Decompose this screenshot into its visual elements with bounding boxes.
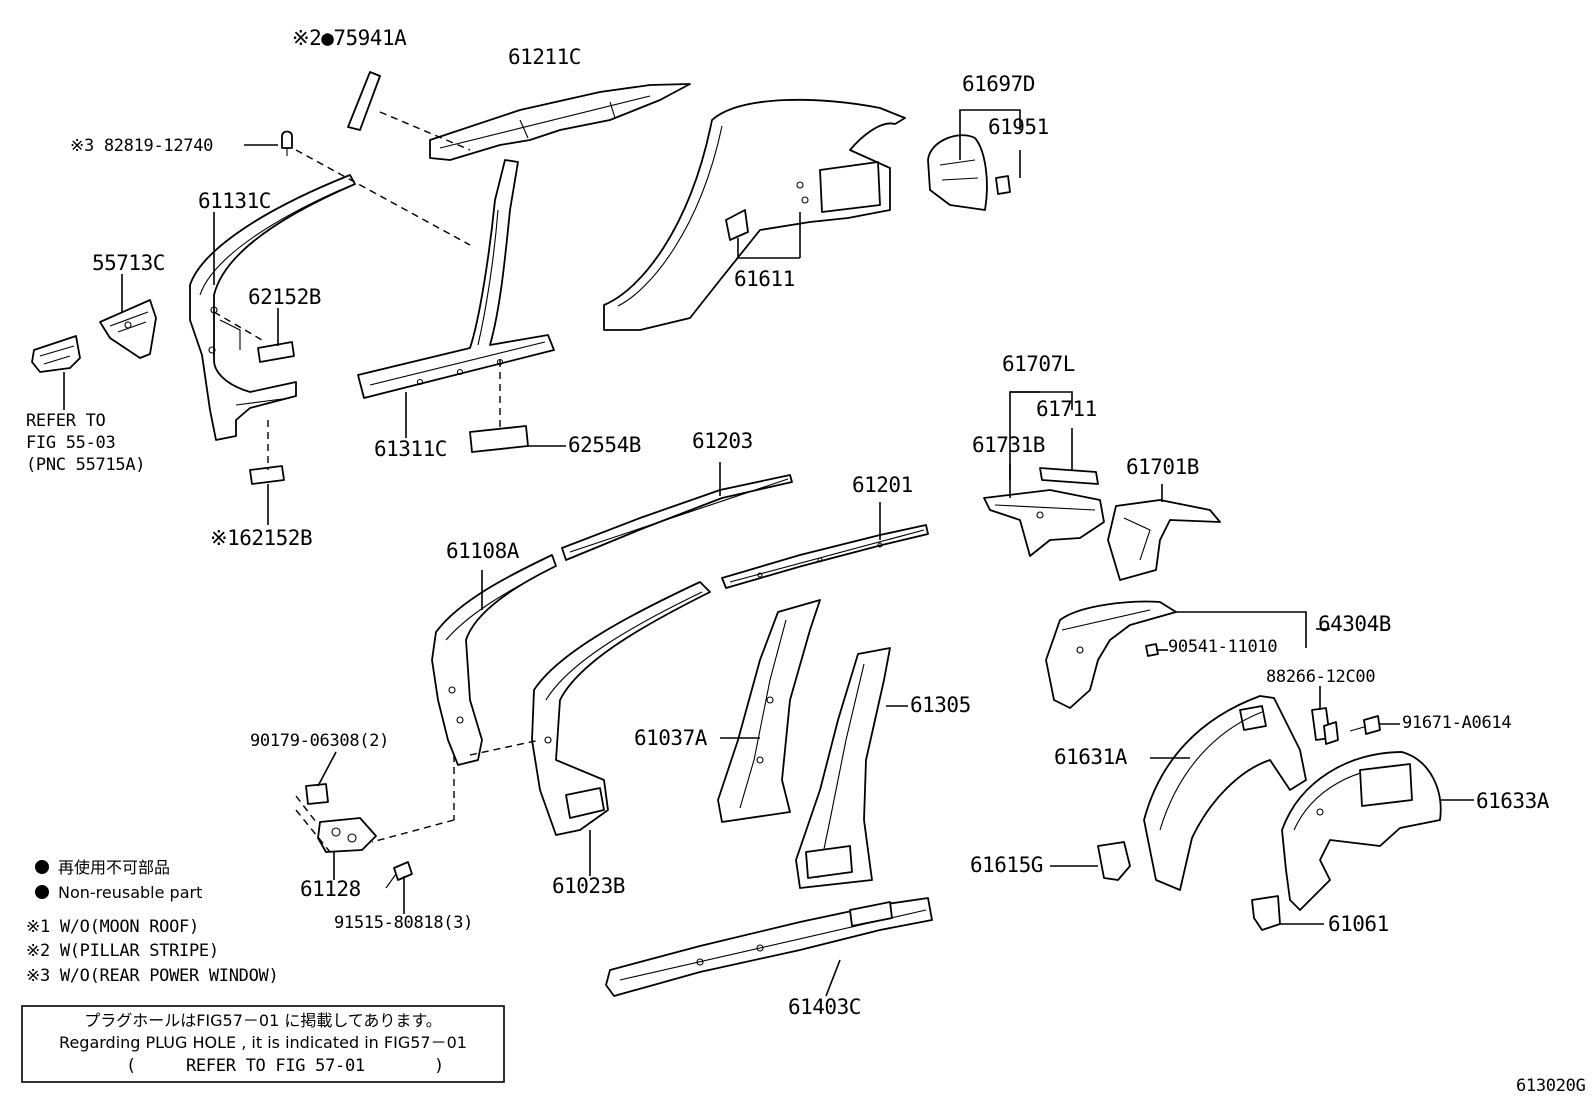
label-61201: 61201 <box>852 473 913 497</box>
label-55713c: 55713C <box>92 251 165 275</box>
label-61037a: 61037A <box>634 726 708 750</box>
legend-non-reusable-jp: 再使用不可部品 <box>58 858 170 877</box>
info-paren-close: ) <box>434 1056 444 1076</box>
label-61211c: 61211C <box>508 45 581 69</box>
legend-non-reusable-en: Non-reusable part <box>58 883 202 902</box>
label-91671-a0614: 91671-A0614 <box>1402 713 1511 733</box>
label-61108a: 61108A <box>446 539 520 563</box>
label-88266-12c00: 88266-12C00 <box>1266 667 1375 687</box>
part-61201-shape <box>721 524 929 589</box>
label-61311c: 61311C <box>374 437 447 461</box>
part-61711-shape <box>1039 467 1099 485</box>
part-61615g-shape <box>1097 841 1131 881</box>
legend-note-3: ※3 W/O(REAR POWER WINDOW) <box>26 966 278 986</box>
part-61951-shape <box>995 175 1011 195</box>
info-line-en: Regarding PLUG HOLE , it is indicated in… <box>59 1033 467 1052</box>
part-61305-shape <box>795 647 891 889</box>
part-61203-shape <box>561 474 793 561</box>
part-61023b-shape <box>531 581 711 836</box>
part-55713c-shape <box>99 299 157 359</box>
label-refer-to: REFER TO <box>26 411 106 431</box>
part-62554b-pad-shape <box>469 425 529 453</box>
figure-code: 613020G <box>1516 1076 1586 1096</box>
part-61037a-shape <box>717 599 821 823</box>
part-61731b-shape <box>983 489 1105 557</box>
info-line-jp: プラグホールはFIG57－01 に掲載してあります。 <box>84 1011 442 1030</box>
label-61615g: 61615G <box>970 853 1043 877</box>
label-90541-11010: 90541-11010 <box>1168 637 1277 657</box>
part-61701b-shape <box>1107 499 1221 581</box>
part-82819-clip-shape <box>281 130 293 156</box>
non-reusable-bullet-icon <box>35 885 49 899</box>
label-75941a: ※2●75941A <box>292 26 407 50</box>
label-61951: 61951 <box>988 115 1049 139</box>
part-61108a-shape <box>431 554 557 766</box>
label-61023b: 61023B <box>552 874 625 898</box>
label-61131c: 61131C <box>198 189 271 213</box>
label-91515-80818: 91515-80818(3) <box>334 913 473 933</box>
label-61701b: 61701B <box>1126 455 1199 479</box>
label-162152b: ※162152B <box>210 526 312 550</box>
non-reusable-bullet-icon <box>35 860 49 874</box>
label-61697d: 61697D <box>962 72 1035 96</box>
legend: 再使用不可部品 Non-reusable part ※1 W/O(MOON RO… <box>26 858 279 986</box>
part-162152b-pad-shape <box>249 465 285 485</box>
label-61631a: 61631A <box>1054 745 1128 769</box>
info-refer-link[interactable]: REFER TO FIG 57-01 <box>186 1056 365 1076</box>
part-55715a-shape <box>31 335 81 373</box>
label-61711: 61711 <box>1036 397 1097 421</box>
dashed-explosion-lines <box>213 111 541 853</box>
label-61731b: 61731B <box>972 433 1045 457</box>
info-paren-open: ( <box>126 1056 136 1076</box>
part-61697d-shape <box>927 134 988 211</box>
label-61305: 61305 <box>910 693 971 717</box>
label-90179-06308: 90179-06308(2) <box>250 731 389 751</box>
part-61211c-shape <box>429 83 691 161</box>
part-61061-shape <box>1251 895 1281 931</box>
label-refer-pnc: (PNC 55715A) <box>26 455 145 475</box>
legend-note-1: ※1 W/O(MOON ROOF) <box>26 917 199 937</box>
label-64304b: 64304B <box>1318 612 1391 636</box>
leader-lines <box>63 109 1474 997</box>
part-62152b-pad-shape <box>257 341 295 363</box>
label-61128: 61128 <box>300 877 361 901</box>
plug-hole-info-box: プラグホールはFIG57－01 に掲載してあります。 Regarding PLU… <box>21 1005 505 1083</box>
legend-note-2: ※2 W(PILLAR STRIPE) <box>26 941 219 961</box>
label-61707l: 61707L <box>1002 352 1075 376</box>
label-82819-12740: ※3 82819-12740 <box>70 136 213 156</box>
part-64304b-shape <box>1045 600 1177 709</box>
label-61203: 61203 <box>692 429 753 453</box>
label-refer-fig: FIG 55-03 <box>26 433 115 453</box>
label-62554b: 62554B <box>568 433 641 457</box>
part-61611-shape <box>603 98 906 331</box>
part-75941a-shape <box>347 71 381 131</box>
label-61633a: 61633A <box>1476 789 1550 813</box>
part-90179-nut-shape <box>305 783 329 805</box>
part-90541-clip-shape <box>1145 643 1159 657</box>
part-91515-bolt-shape <box>385 861 413 889</box>
part-61311c-shape <box>357 159 555 399</box>
part-61128-shape <box>317 817 377 853</box>
label-61403c: 61403C <box>788 995 861 1019</box>
label-61061: 61061 <box>1328 912 1389 936</box>
part-61403c-shape <box>605 897 933 997</box>
label-62152b: 62152B <box>248 285 321 309</box>
label-61611: 61611 <box>734 267 795 291</box>
part-61631a-shape <box>1143 695 1307 891</box>
part-61131c-shape <box>189 174 356 441</box>
part-88266-shape <box>1311 707 1339 745</box>
part-91671-bolt-shape <box>1349 715 1381 735</box>
part-61633a-shape <box>1281 751 1442 911</box>
